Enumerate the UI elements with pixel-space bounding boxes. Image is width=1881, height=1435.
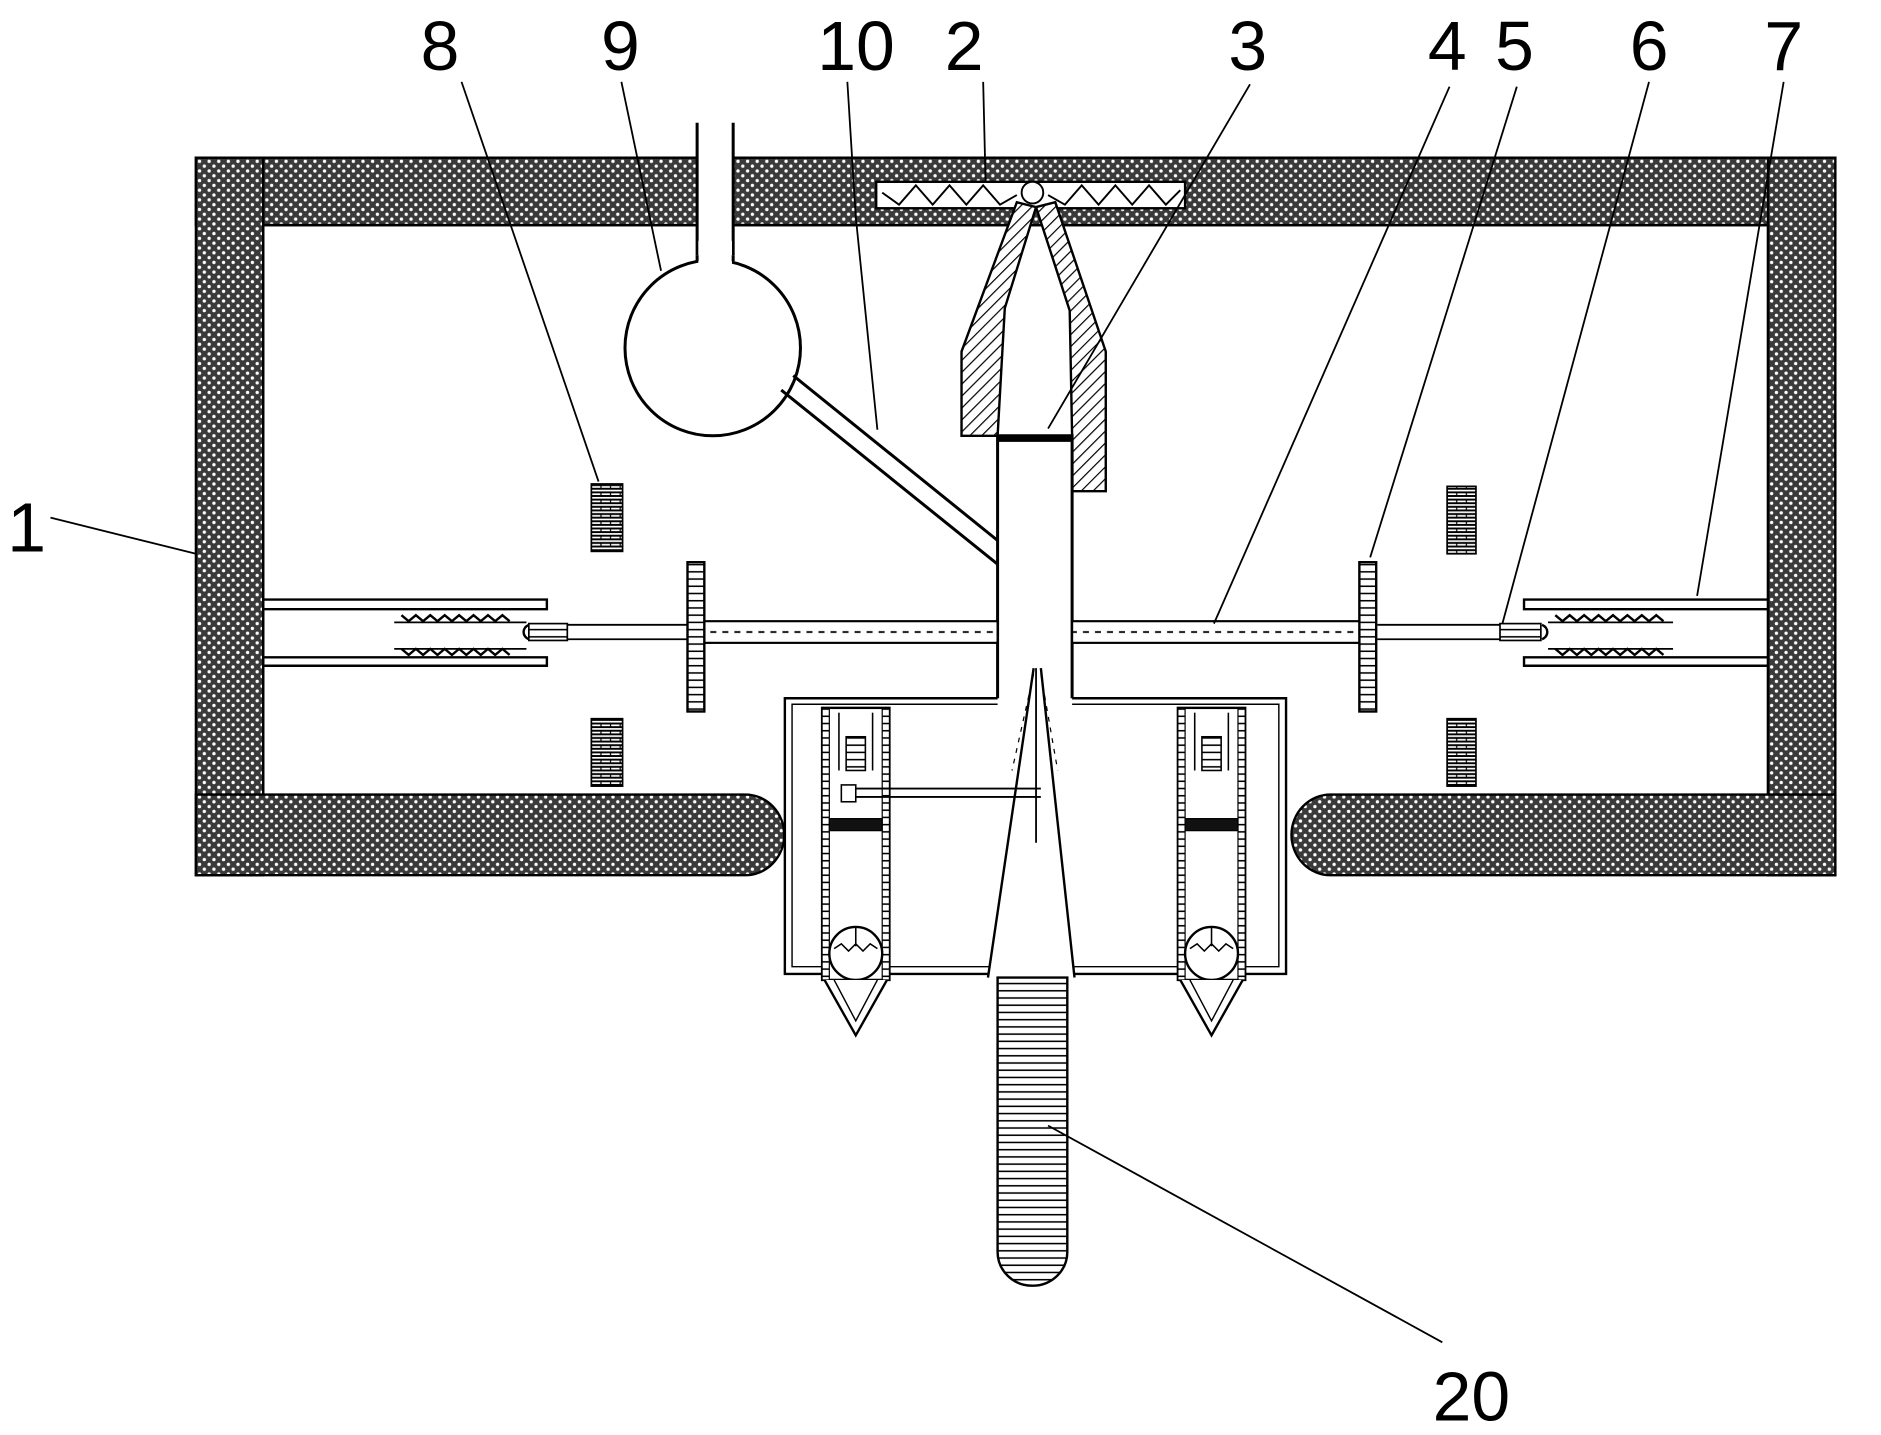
housing <box>194 156 1837 877</box>
central-column <box>996 434 1074 699</box>
left-spring-guide <box>263 598 569 667</box>
inlet-pipe <box>695 122 735 258</box>
label-9: 9 <box>601 7 640 85</box>
probe-tube <box>996 976 1069 1287</box>
right-cylinder <box>1176 706 1247 1038</box>
horizontal-rods <box>528 620 1517 644</box>
right-spring-guide <box>1499 598 1769 667</box>
reference-labels: 1 2 3 4 5 6 7 8 9 10 20 <box>7 7 1803 1435</box>
left-cylinder <box>820 706 891 1038</box>
spray-cone <box>986 667 1076 978</box>
label-4: 4 <box>1428 7 1467 85</box>
label-3: 3 <box>1228 7 1267 85</box>
leader-lines <box>50 81 1785 1344</box>
label-2: 2 <box>945 7 984 85</box>
label-20: 20 <box>1433 1358 1511 1435</box>
magnet-blocks <box>590 483 1477 787</box>
connecting-link <box>840 784 1041 803</box>
label-10: 10 <box>817 7 895 85</box>
left-plate <box>686 560 706 713</box>
label-8: 8 <box>421 7 460 85</box>
label-1: 1 <box>7 488 46 566</box>
label-7: 7 <box>1764 7 1803 85</box>
bulb-reservoir <box>623 240 802 438</box>
right-plate <box>1358 560 1378 713</box>
label-6: 6 <box>1630 7 1669 85</box>
top-spring-slot <box>874 180 1187 210</box>
label-5: 5 <box>1495 7 1534 85</box>
